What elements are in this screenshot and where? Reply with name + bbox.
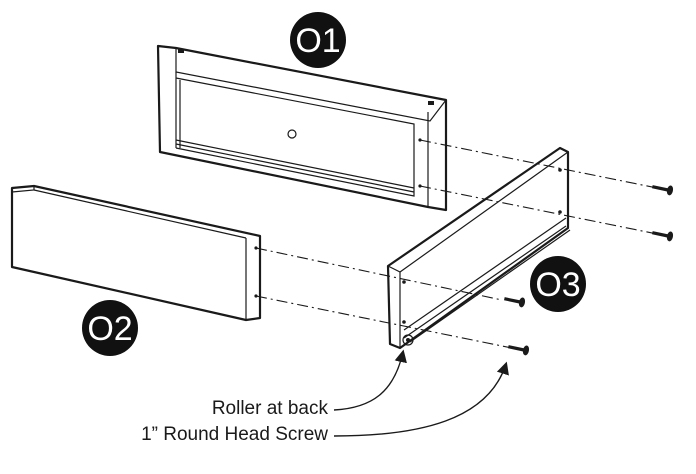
badge-label: O2 <box>87 310 132 348</box>
badge-part-03: O3 <box>530 256 586 312</box>
screws <box>504 185 674 356</box>
screw-icon <box>652 231 674 242</box>
badge-part-02: O2 <box>82 300 138 356</box>
callout-roller: Roller at back <box>212 349 407 419</box>
part-01-back-panel <box>156 44 448 212</box>
badge-label: O1 <box>295 22 340 60</box>
alignment-lines <box>255 139 663 349</box>
screw-icon <box>504 297 526 308</box>
badge-label: O3 <box>535 266 580 304</box>
part-02-front-panel <box>10 184 262 322</box>
badge-part-01: O1 <box>290 12 346 68</box>
part-03-side-panel <box>386 146 571 350</box>
callout-screw-text: 1” Round Head Screw <box>141 424 328 445</box>
callout-roller-text: Roller at back <box>212 398 329 419</box>
callout-screw: 1” Round Head Screw <box>141 361 509 445</box>
screw-icon <box>508 345 530 356</box>
screw-icon <box>652 185 674 196</box>
